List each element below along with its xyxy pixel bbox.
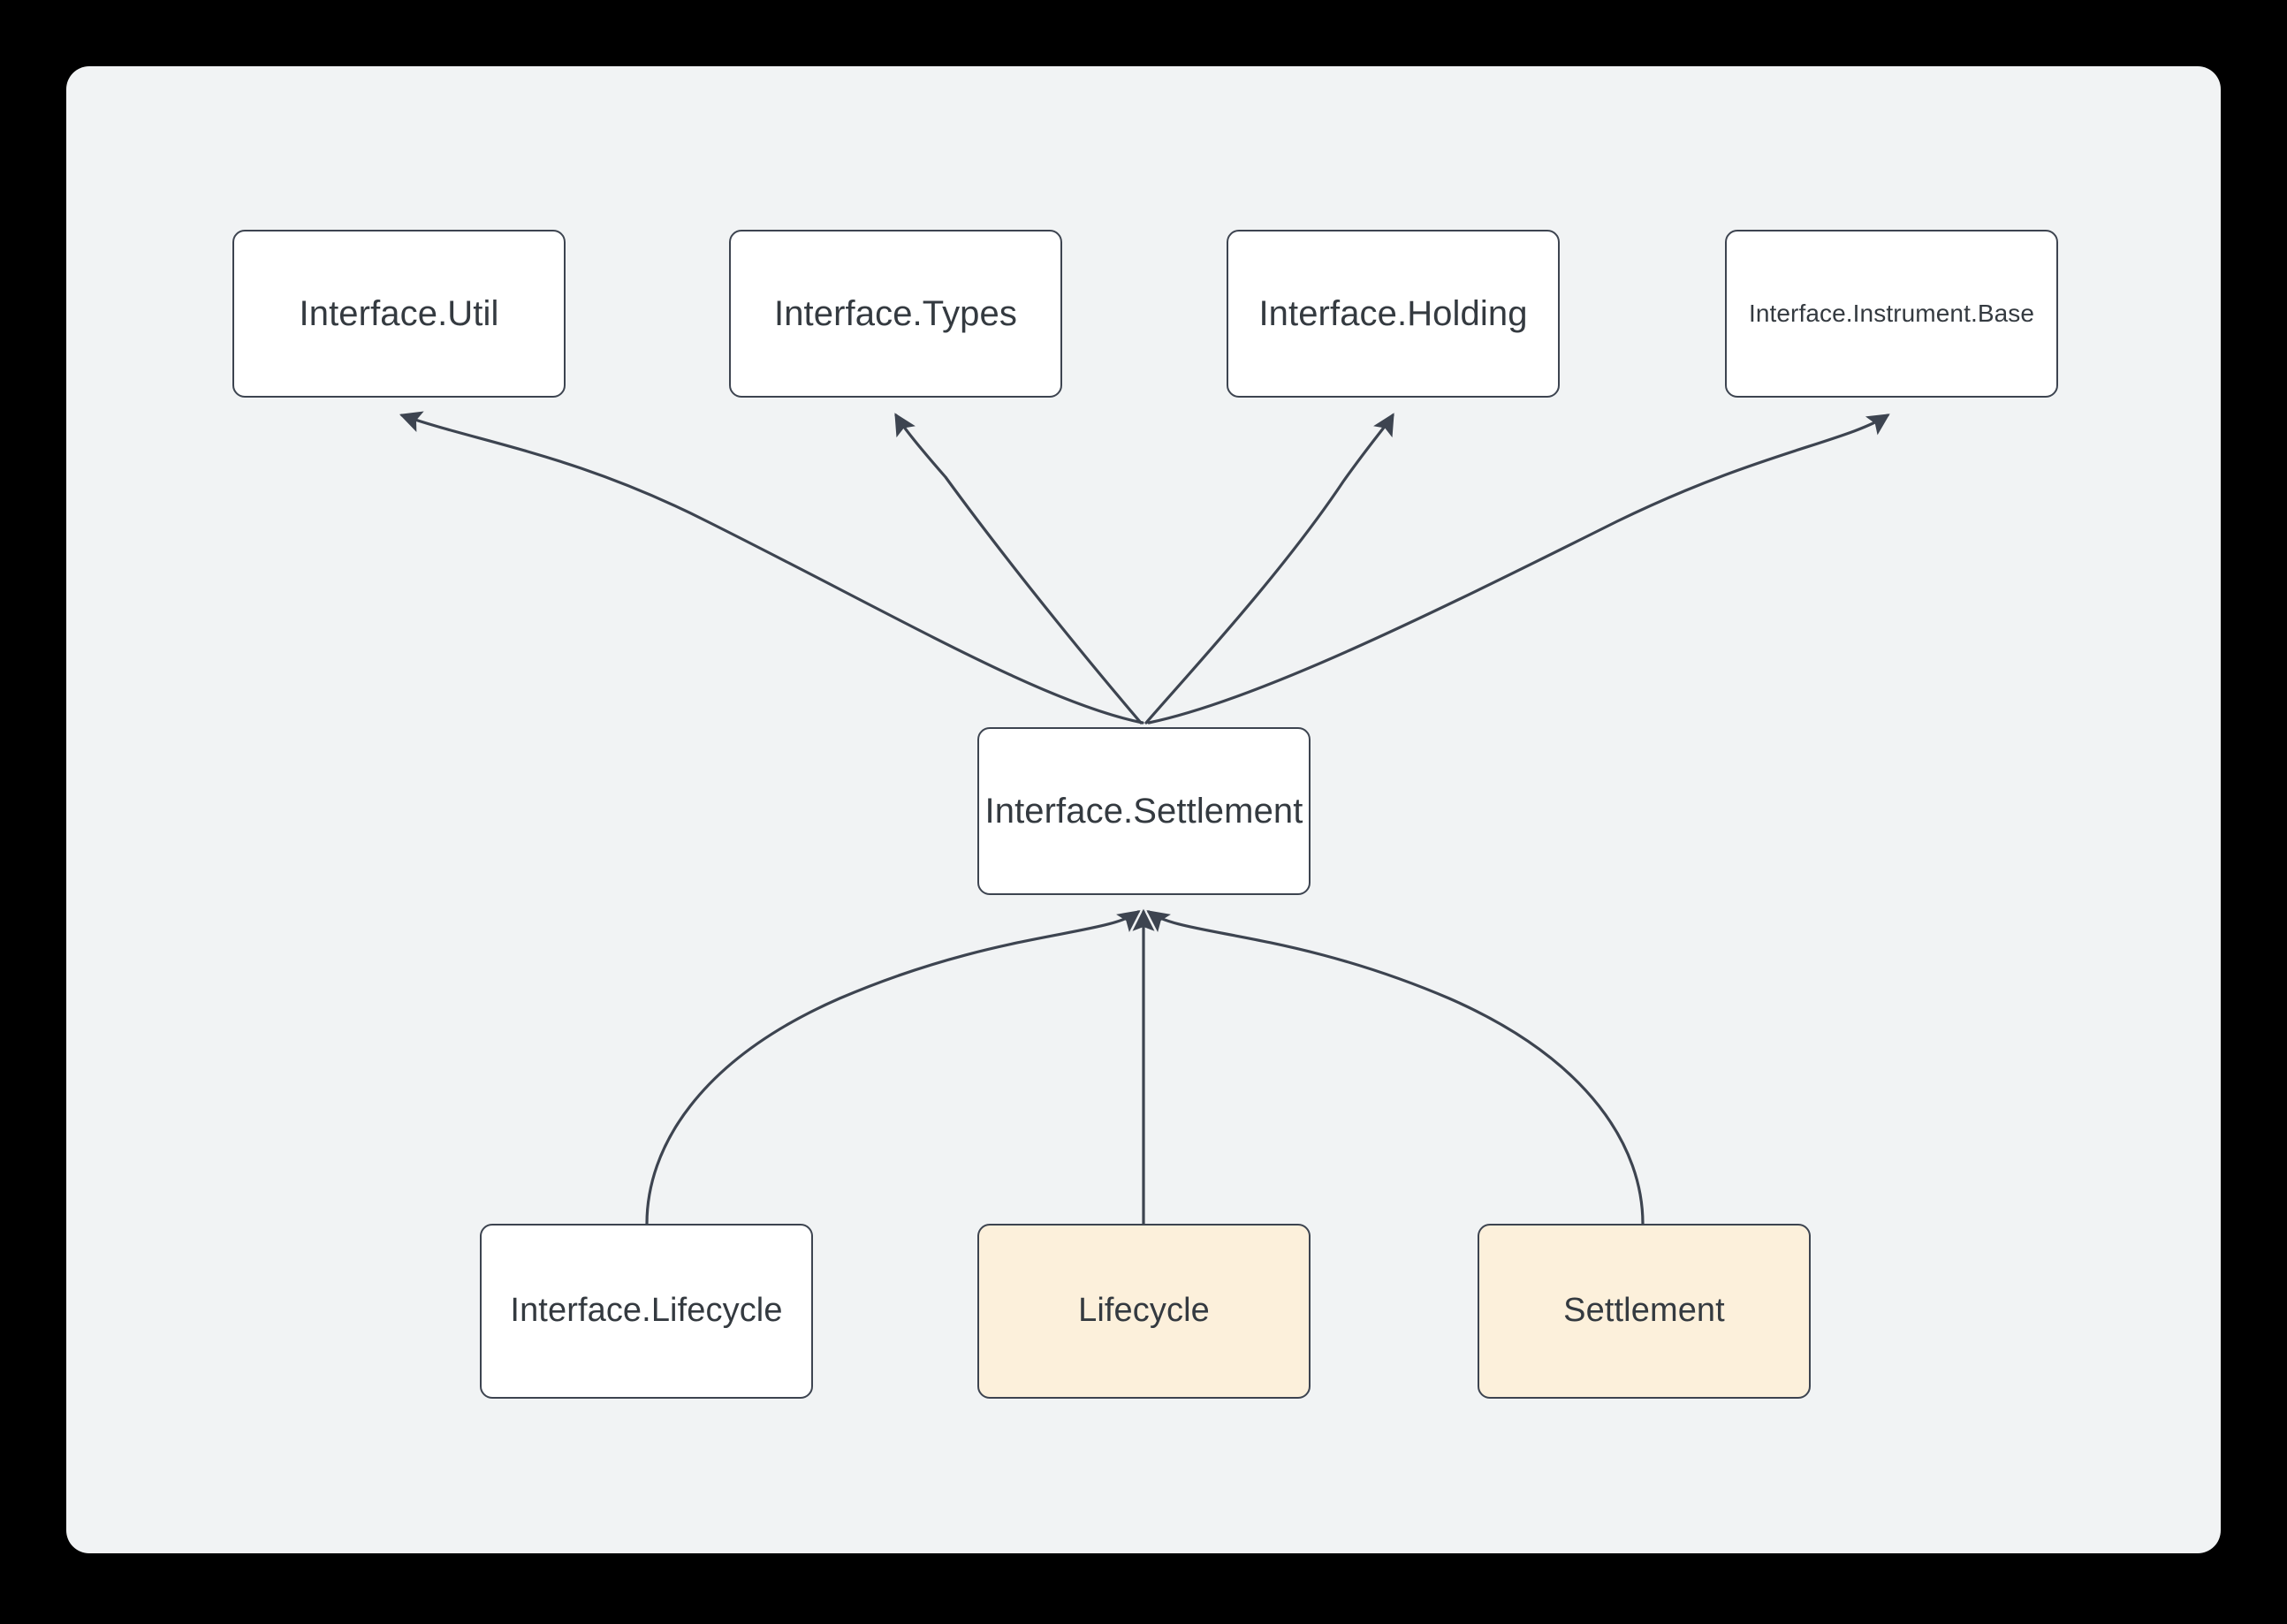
node-interface-types[interactable]: Interface.Types (729, 230, 1062, 398)
node-label-settlement: Settlement (1563, 1292, 1725, 1330)
node-interface-holding[interactable]: Interface.Holding (1227, 230, 1560, 398)
node-label-interface-instrument-base: Interface.Instrument.Base (1748, 299, 2035, 327)
node-label-interface-lifecycle: Interface.Lifecycle (510, 1292, 783, 1330)
node-label-interface-settlement: Interface.Settlement (984, 792, 1303, 831)
node-label-interface-util: Interface.Util (299, 294, 499, 333)
node-interface-instrument-base[interactable]: Interface.Instrument.Base (1725, 230, 2058, 398)
node-label-lifecycle: Lifecycle (1078, 1292, 1210, 1330)
node-interface-lifecycle[interactable]: Interface.Lifecycle (480, 1224, 813, 1399)
node-lifecycle[interactable]: Lifecycle (977, 1224, 1311, 1399)
node-settlement[interactable]: Settlement (1478, 1224, 1811, 1399)
node-interface-settlement[interactable]: Interface.Settlement (977, 727, 1311, 895)
node-label-interface-holding: Interface.Holding (1258, 294, 1528, 333)
node-label-interface-types: Interface.Types (774, 294, 1017, 333)
node-interface-util[interactable]: Interface.Util (232, 230, 566, 398)
